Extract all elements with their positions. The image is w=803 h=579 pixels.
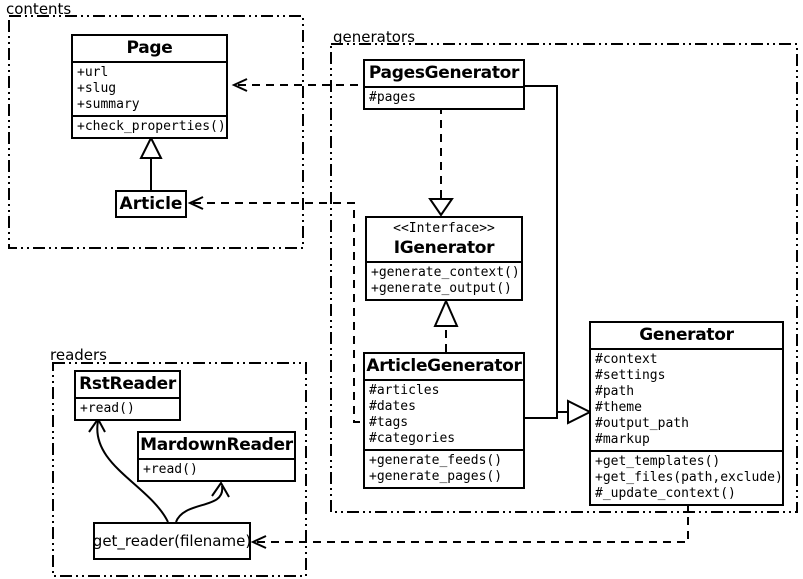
- class-methods-generator: +get_templates()+get_files(path,exclude)…: [591, 450, 783, 504]
- member-line: +url: [77, 65, 109, 80]
- member-line: +generate_pages(): [369, 469, 503, 484]
- class-box-generator: Generator #context#settings#path#theme#o…: [589, 321, 784, 506]
- member-line: #markup: [595, 432, 650, 447]
- class-box-article: Article: [115, 190, 187, 218]
- class-title-page: Page: [126, 38, 173, 58]
- member-line: #articles: [369, 383, 440, 398]
- class-methods-rstreader: +read(): [76, 397, 179, 419]
- class-attributes-articlegenerator: #articles#dates#tags#categories: [365, 379, 523, 449]
- package-label-contents: contents: [6, 0, 72, 18]
- class-title-igenerator: IGenerator: [393, 238, 495, 258]
- realization-triangle-igenerator-top: [428, 198, 454, 217]
- class-methods-page: +check_properties(): [73, 115, 226, 137]
- edge-getreader-rstreader: [96, 420, 169, 523]
- member-line: +summary: [77, 97, 140, 112]
- inheritance-triangle-page: [139, 135, 163, 159]
- member-line: #theme: [595, 400, 642, 415]
- member-line: +get_files(path,exclude): [595, 470, 783, 485]
- member-line: #context: [595, 352, 658, 367]
- open-arrowhead-article: [187, 196, 204, 210]
- member-line: +generate_context(): [371, 265, 520, 280]
- class-box-articlegenerator: ArticleGenerator #articles#dates#tags#ca…: [363, 352, 525, 489]
- member-line: #path: [595, 384, 635, 399]
- function-box-get-reader: get_reader(filename): [93, 522, 251, 560]
- class-methods-mardownreader: +read(): [139, 458, 294, 480]
- class-title-pagesgenerator: PagesGenerator: [368, 63, 520, 83]
- realization-triangle-igenerator-bottom: [433, 298, 459, 327]
- class-box-mardownreader: MardownReader +read(): [137, 431, 296, 482]
- package-label-readers: readers: [50, 346, 107, 364]
- open-arrowhead-mardownreader: [211, 481, 230, 498]
- edge-articlegenerator-generator: [525, 412, 558, 419]
- member-line: #output_path: [595, 416, 689, 431]
- package-label-generators: generators: [333, 28, 415, 46]
- member-line: +check_properties(): [77, 119, 226, 134]
- member-line: +generate_feeds(): [369, 453, 503, 468]
- inheritance-triangle-generator: [567, 399, 593, 425]
- class-box-igenerator: <<Interface>> IGenerator +generate_conte…: [365, 216, 523, 301]
- edge-pagesgenerator-generator: [525, 85, 568, 413]
- class-attributes-generator: #context#settings#path#theme#output_path…: [591, 348, 782, 450]
- member-line: #settings: [595, 368, 666, 383]
- class-box-rstreader: RstReader +read(): [74, 370, 181, 421]
- member-line: +slug: [77, 81, 117, 96]
- member-line: #categories: [369, 431, 456, 446]
- member-line: #tags: [369, 415, 409, 430]
- class-box-page: Page +url+slug+summary +check_properties…: [71, 34, 228, 139]
- edge-getreader-mardownreader: [175, 485, 224, 523]
- member-line: +generate_output(): [371, 281, 512, 296]
- class-title-rstreader: RstReader: [79, 374, 176, 394]
- package-border-readers: [52, 362, 307, 577]
- class-title-mardownreader: MardownReader: [140, 435, 293, 455]
- member-line: #_update_context(): [595, 486, 736, 501]
- class-attributes-pagesgenerator: #pages: [365, 86, 523, 108]
- member-line: +get_templates(): [595, 454, 721, 469]
- class-attributes-page: +url+slug+summary: [73, 61, 226, 115]
- open-arrowhead-getreader: [250, 535, 267, 549]
- edge-articlegenerator-article: [193, 202, 363, 423]
- package-border-contents: [8, 15, 304, 249]
- class-title-generator: Generator: [639, 325, 734, 345]
- member-line: +read(): [80, 401, 135, 416]
- member-line: #dates: [369, 399, 416, 414]
- class-box-pagesgenerator: PagesGenerator #pages: [363, 59, 525, 110]
- member-line: +read(): [143, 462, 198, 477]
- member-line: #pages: [369, 90, 416, 105]
- class-title-articlegenerator: ArticleGenerator: [366, 356, 522, 376]
- class-methods-igenerator: +generate_context()+generate_output(): [367, 261, 521, 299]
- package-border-generators: [330, 43, 798, 513]
- open-arrowhead-page: [231, 78, 248, 92]
- class-stereotype-igenerator: <<Interface>>: [393, 221, 495, 236]
- edge-generator-getreader: [257, 503, 689, 543]
- class-methods-articlegenerator: +generate_feeds()+generate_pages(): [365, 449, 523, 487]
